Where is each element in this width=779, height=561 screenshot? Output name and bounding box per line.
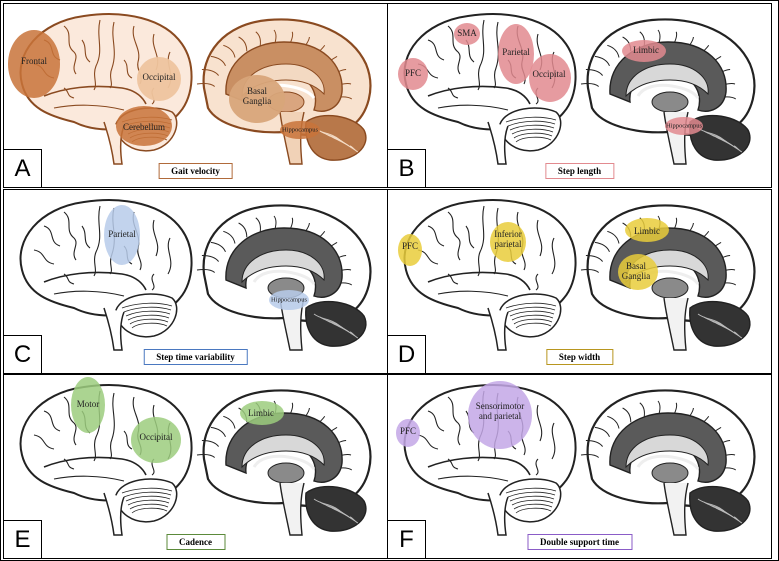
cerebellum-region xyxy=(116,106,172,146)
label-pfc: PFC xyxy=(401,241,419,252)
parietal-region xyxy=(498,24,534,84)
parietal-region xyxy=(104,205,140,265)
label-parietal: Parietal xyxy=(108,229,136,240)
label-cerebellum: Cerebellum xyxy=(123,122,165,133)
label-parietal: Parietal xyxy=(502,47,530,58)
panel-a: A Gait velocity Frontal Occipital Cerebe… xyxy=(3,3,388,188)
frontal-region xyxy=(8,30,60,98)
cerebrum-outline xyxy=(19,199,193,317)
label-limbic: Limbic xyxy=(248,408,274,419)
panel-c-brains xyxy=(19,199,372,351)
panel-d-brains xyxy=(398,199,756,351)
occipital-region xyxy=(529,54,571,102)
label-sensorimotor-parietal: Sensorimotor and parietal xyxy=(475,401,525,421)
motor-region xyxy=(71,377,105,433)
medial-brain-a xyxy=(196,18,372,165)
pfc-region xyxy=(396,419,420,447)
label-motor: Motor xyxy=(76,399,100,410)
regions-a xyxy=(8,30,320,146)
label-limbic: Limbic xyxy=(634,226,660,237)
metric-label-gait-velocity: Gait velocity xyxy=(158,163,233,179)
metric-label-step-length: Step length xyxy=(544,163,615,179)
panel-a-brains xyxy=(8,13,372,165)
panel-f: F Double support time PFC Sensorimotor a… xyxy=(387,374,772,559)
cerebrum-outline xyxy=(19,13,193,131)
basal-ganglia-region xyxy=(618,254,658,290)
cerebrum-outline xyxy=(403,199,577,317)
label-basal-ganglia: Basal Ganglia xyxy=(242,86,272,106)
label-occipital: Occipital xyxy=(142,72,176,83)
panel-f-brains xyxy=(396,381,756,536)
panel-letter-e: E xyxy=(4,520,42,558)
panel-letter-a: A xyxy=(4,149,42,187)
label-hippocampus: Hippocampus xyxy=(665,122,703,130)
panel-c: C Step time variability Parietal Hippoca… xyxy=(3,189,388,374)
hippocampus-region xyxy=(280,121,320,139)
label-occipital: Occipital xyxy=(139,432,173,443)
label-limbic: Limbic xyxy=(633,45,659,56)
limbic-region xyxy=(240,401,284,425)
panel-letter-f: F xyxy=(388,520,426,558)
pfc-region xyxy=(398,58,428,90)
label-frontal: Frontal xyxy=(21,56,47,67)
cerebrum-outline xyxy=(403,13,577,131)
limbic-region xyxy=(622,40,666,62)
panel-b: B Step length SMA PFC Parietal Occipital… xyxy=(387,3,772,188)
panel-b-brains xyxy=(398,13,756,165)
label-occipital: Occipital xyxy=(532,69,566,80)
panel-e-brains xyxy=(19,377,372,536)
metric-label-double-support-time: Double support time xyxy=(526,534,633,550)
metric-label-step-width: Step width xyxy=(545,349,614,365)
limbic-region xyxy=(625,218,669,242)
label-hippocampus: Hippocampus xyxy=(270,296,308,304)
metric-label-cadence: Cadence xyxy=(166,534,225,550)
inferior-parietal-region xyxy=(490,222,526,262)
label-pfc: PFC xyxy=(404,68,422,79)
panel-letter-b: B xyxy=(388,149,426,187)
panel-letter-d: D xyxy=(388,335,426,373)
sensorimotor-parietal-region xyxy=(468,381,532,449)
label-basal-ganglia: Basal Ganglia xyxy=(621,261,651,281)
label-sma: SMA xyxy=(457,28,477,39)
label-hippocampus: Hippocampus xyxy=(281,126,319,134)
sma-region xyxy=(454,23,480,45)
occipital-region xyxy=(137,57,181,101)
hippocampus-region xyxy=(665,117,703,135)
panel-e: E Cadence Motor Occipital Limbic xyxy=(3,374,388,559)
hippocampus-region xyxy=(269,290,309,310)
pfc-region xyxy=(398,234,422,266)
basal-ganglia-region xyxy=(229,75,285,123)
occipital-region xyxy=(131,417,181,463)
label-pfc: PFC xyxy=(399,426,417,437)
label-inferior-parietal: Inferior parietal xyxy=(494,229,522,249)
metric-label-step-time-variability: Step time variability xyxy=(143,349,248,365)
panel-d: D Step width PFC Inferior parietal Limbi… xyxy=(387,189,772,374)
panel-letter-c: C xyxy=(4,335,42,373)
